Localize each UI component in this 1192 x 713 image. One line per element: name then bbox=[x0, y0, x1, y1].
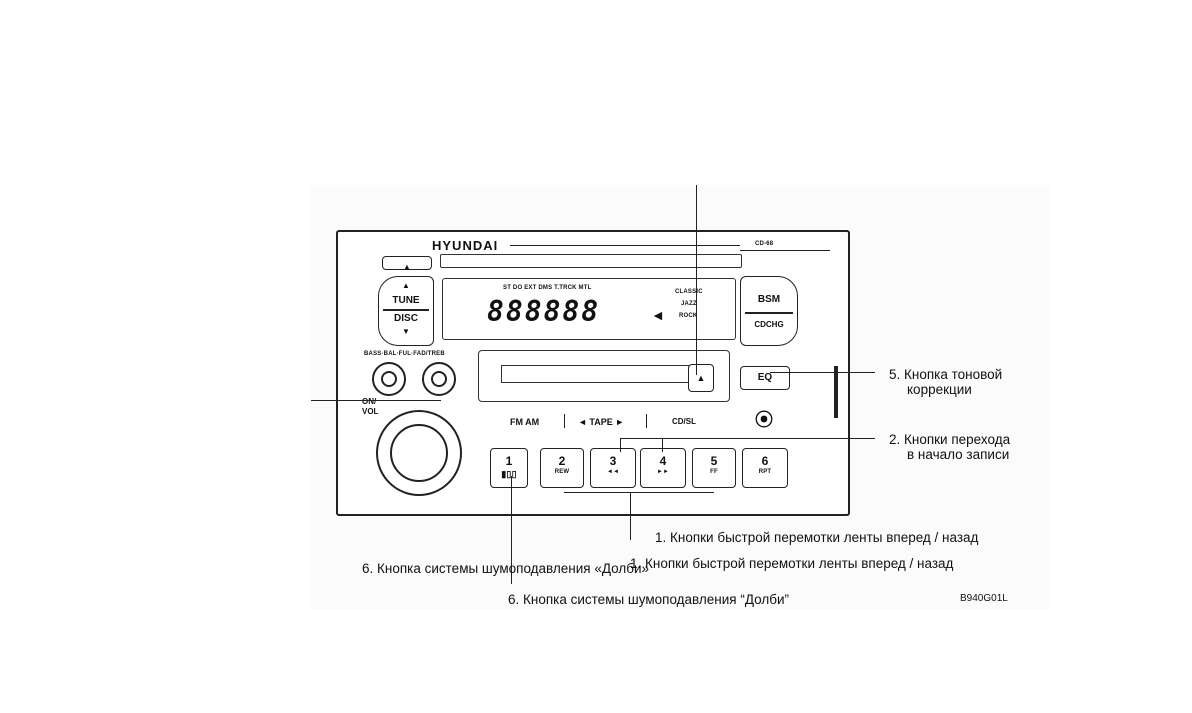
bass-knob-center bbox=[381, 371, 397, 387]
eq-mode-classic: CLASSIC bbox=[675, 289, 703, 295]
eq-mode-jazz: JAZZ bbox=[681, 301, 697, 307]
display-panel: ST DO EXT DMS T.TRCK MTL 888888 ◄ CLASSI… bbox=[442, 278, 736, 340]
preset-button-4[interactable]: 4 ►► bbox=[640, 448, 686, 488]
cdchg-label: CDCHG bbox=[754, 319, 784, 329]
leader-eject bbox=[696, 185, 697, 375]
treble-knob[interactable] bbox=[422, 362, 456, 396]
tune-divider bbox=[383, 309, 429, 311]
leader-ffrew-down bbox=[630, 492, 631, 540]
leader-dolby bbox=[511, 476, 512, 584]
fm-am-button[interactable]: FM AM bbox=[510, 417, 540, 427]
display-digits: 888888 bbox=[487, 295, 601, 328]
brand-rule bbox=[510, 245, 740, 246]
leader-track-4 bbox=[662, 438, 663, 452]
callout-1-top: 1. Кнопки быстрой перемотки ленты вперед… bbox=[655, 530, 979, 545]
callout-5-line1: 5. Кнопка тоновой bbox=[889, 367, 1003, 382]
bsm-divider bbox=[745, 312, 793, 314]
brand-logo: HYUNDAI bbox=[432, 238, 499, 253]
dolby-icon: ▮▯▯ bbox=[501, 469, 517, 479]
leader-left bbox=[311, 400, 441, 401]
preset-button-2[interactable]: 2 REW bbox=[540, 448, 584, 488]
preset-number: 4 bbox=[659, 454, 667, 468]
cassette-slot bbox=[501, 365, 703, 383]
preset-button-1[interactable]: 1 ▮▯▯ bbox=[490, 448, 528, 488]
eject-icon: ▲ bbox=[402, 262, 412, 272]
disc-label: DISC bbox=[394, 312, 418, 324]
callout-1-mid: 1. Кнопки быстрой перемотки ленты вперед… bbox=[630, 556, 954, 571]
preset-sub: ►► bbox=[656, 469, 670, 475]
preset-number: 2 bbox=[558, 454, 566, 468]
bsm-label: BSM bbox=[757, 294, 781, 305]
bsm-cdchg-button[interactable]: BSM CDCHG bbox=[740, 276, 798, 346]
preset-button-3[interactable]: 3 ◄◄ bbox=[590, 448, 636, 488]
eq-mode-rock: ROCK bbox=[679, 313, 698, 319]
preset-sub: REW bbox=[554, 469, 570, 475]
figure-code: B940G01L bbox=[960, 593, 1008, 604]
row-divider bbox=[646, 414, 647, 428]
tune-disc-button[interactable]: ▲ TUNE DISC ▼ bbox=[378, 276, 434, 346]
leader-eq bbox=[770, 372, 875, 373]
model-tag: CD-68 bbox=[755, 241, 774, 247]
eq-label: EQ bbox=[757, 372, 773, 383]
callout-2-line1: 2. Кнопки перехода bbox=[889, 432, 1011, 447]
preset-number: 3 bbox=[609, 454, 617, 468]
eject-icon: ▲ bbox=[696, 373, 706, 383]
preset-sub: ◄◄ bbox=[606, 469, 620, 475]
preset-number: 1 bbox=[505, 454, 513, 468]
cd-button[interactable]: CD/SL bbox=[672, 417, 696, 426]
callout-6-mid: 6. Кнопка системы шумоподавления «Долби» bbox=[362, 561, 650, 576]
preset-sub: RPT bbox=[758, 469, 772, 475]
preset-sub: FF bbox=[710, 469, 718, 475]
callout-6-bottom: 6. Кнопка системы шумоподавления “Долби” bbox=[508, 592, 790, 607]
leader-track-3 bbox=[620, 438, 621, 452]
volume-knob[interactable] bbox=[376, 410, 462, 496]
side-bar bbox=[834, 366, 838, 418]
tape-button[interactable]: ◄ TAPE ► bbox=[578, 417, 625, 427]
bass-knob[interactable] bbox=[372, 362, 406, 396]
on-label: ON/ bbox=[362, 397, 377, 406]
preset-button-6[interactable]: 6 RPT bbox=[742, 448, 788, 488]
eject-top-button[interactable]: ▲ bbox=[382, 256, 432, 272]
eq-button[interactable]: EQ bbox=[740, 366, 790, 390]
callout-2-line2: в начало записи bbox=[907, 447, 1010, 462]
row-divider bbox=[564, 414, 565, 428]
display-indicators: ST DO EXT DMS T.TRCK MTL bbox=[503, 285, 592, 291]
down-arrow-icon: ▼ bbox=[402, 326, 410, 336]
cd-slot bbox=[440, 254, 742, 268]
leader-ffrew bbox=[564, 492, 714, 493]
cassette-eject-button[interactable]: ▲ bbox=[688, 364, 714, 392]
volume-knob-inner bbox=[390, 424, 448, 482]
play-icon: ◄ bbox=[651, 307, 665, 323]
up-arrow-icon: ▲ bbox=[402, 281, 410, 290]
preset-number: 5 bbox=[710, 454, 718, 468]
preset-button-5[interactable]: 5 FF bbox=[692, 448, 736, 488]
preset-number: 6 bbox=[761, 454, 769, 468]
treble-knob-center bbox=[431, 371, 447, 387]
vol-label: VOL bbox=[362, 407, 379, 416]
tune-label: TUNE bbox=[392, 295, 420, 306]
callout-5-line2: коррекции bbox=[907, 382, 972, 397]
leader-track bbox=[620, 438, 875, 439]
model-rule bbox=[740, 250, 830, 251]
bass-row-label: BASS·BAL·FUL·FAD/TREB bbox=[364, 351, 445, 357]
compact-disc-logo: ⦿ bbox=[755, 410, 773, 430]
